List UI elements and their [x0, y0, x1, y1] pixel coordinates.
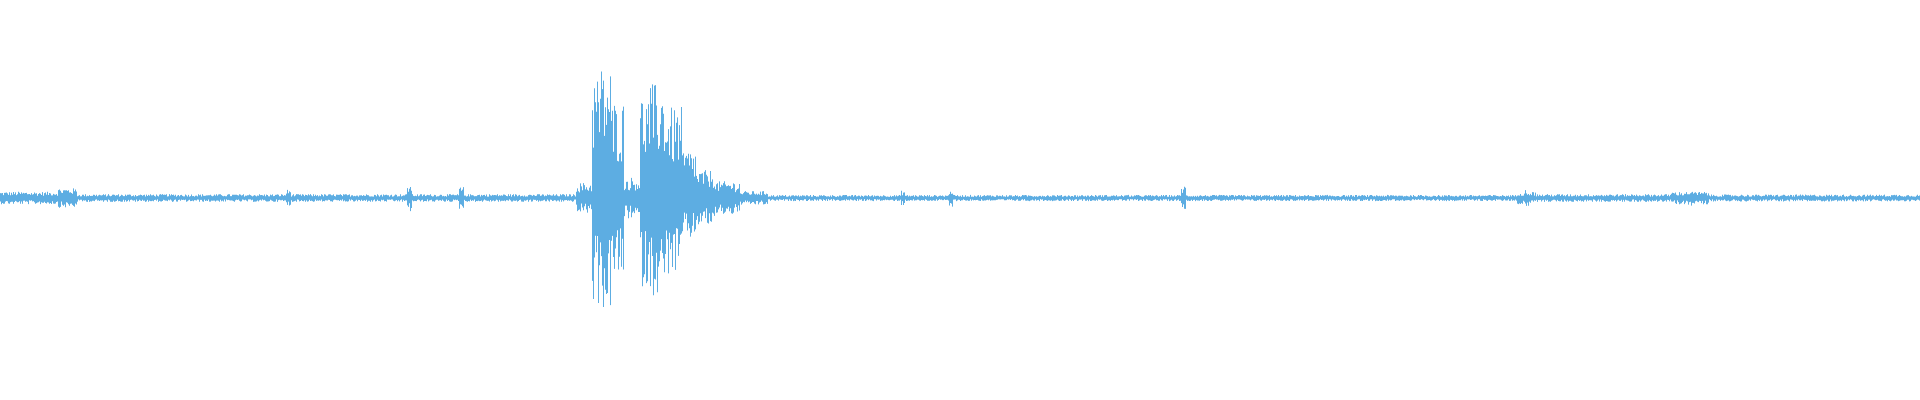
- waveform-graphic: [0, 71, 1920, 307]
